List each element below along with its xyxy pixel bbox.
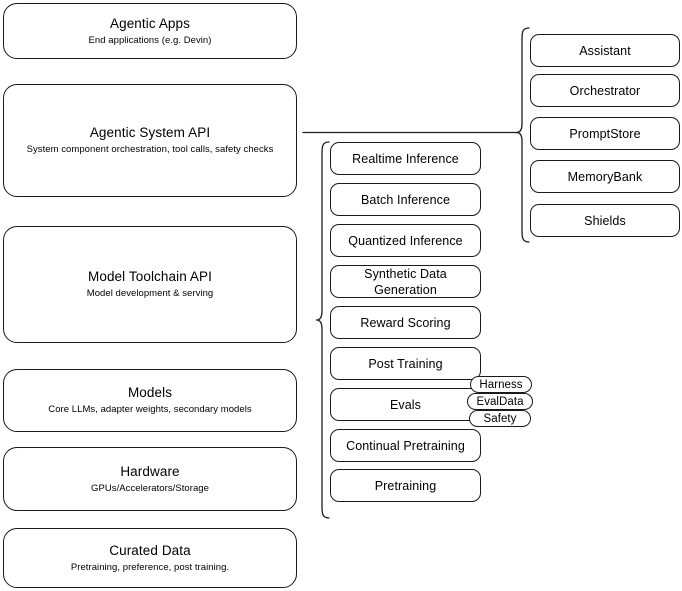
brace-toolchain-components (315, 141, 330, 519)
badge-label: EvalData (476, 395, 524, 408)
chip-label: Orchestrator (569, 83, 641, 98)
badge-label: Safety (483, 412, 517, 425)
system-chip-assistant[interactable]: Assistant (530, 34, 680, 67)
chip-label: Reward Scoring (360, 315, 451, 330)
layer-box-model-toolchain-api[interactable]: Model Toolchain API Model development & … (3, 226, 297, 343)
chip-label: MemoryBank (567, 169, 643, 184)
chip-label: Post Training (368, 356, 443, 371)
system-chip-memorybank[interactable]: MemoryBank (530, 160, 680, 193)
badge-label: Harness (479, 378, 523, 391)
chip-label: Quantized Inference (348, 233, 463, 248)
layer-box-agentic-apps[interactable]: Agentic Apps End applications (e.g. Devi… (3, 3, 297, 59)
chip-label: Assistant (579, 43, 631, 58)
layer-box-hardware[interactable]: Hardware GPUs/Accelerators/Storage (3, 447, 297, 511)
chip-label: Pretraining (374, 478, 437, 493)
layer-box-models[interactable]: Models Core LLMs, adapter weights, secon… (3, 369, 297, 432)
layer-box-curated-data[interactable]: Curated Data Pretraining, preference, po… (3, 528, 297, 588)
layer-subtitle: Core LLMs, adapter weights, secondary mo… (48, 404, 252, 415)
system-chip-promptstore[interactable]: PromptStore (530, 117, 680, 150)
layer-title: Agentic Apps (109, 15, 190, 31)
evals-badge-harness[interactable]: Harness (470, 376, 532, 393)
toolchain-chip-continual-pretraining[interactable]: Continual Pretraining (330, 429, 481, 462)
layer-title: Curated Data (109, 542, 191, 558)
layer-title: Models (127, 385, 173, 400)
layer-subtitle: End applications (e.g. Devin) (88, 34, 212, 46)
chip-label: PromptStore (569, 126, 641, 141)
toolchain-chip-quantized-inference[interactable]: Quantized Inference (330, 224, 481, 257)
chip-label: Shields (584, 213, 626, 228)
layer-subtitle: Pretraining, preference, post training. (70, 561, 230, 573)
layer-title: Agentic System API (89, 125, 211, 140)
toolchain-chip-batch-inference[interactable]: Batch Inference (330, 183, 481, 216)
chip-label: Realtime Inference (352, 151, 459, 166)
layer-box-agentic-system-api[interactable]: Agentic System API System component orch… (3, 84, 297, 197)
layer-title: Hardware (120, 463, 180, 479)
brace-system-components (515, 27, 530, 243)
system-chip-shields[interactable]: Shields (530, 204, 680, 237)
chip-label: Continual Pretraining (346, 438, 465, 453)
layer-subtitle: System component orchestration, tool cal… (26, 144, 274, 155)
toolchain-chip-pretraining[interactable]: Pretraining (330, 469, 481, 502)
toolchain-chip-synthetic-data-generation[interactable]: Synthetic Data Generation (330, 265, 481, 298)
toolchain-chip-reward-scoring[interactable]: Reward Scoring (330, 306, 481, 339)
layer-title: Model Toolchain API (88, 269, 212, 284)
toolchain-chip-evals[interactable]: Evals (330, 388, 481, 421)
evals-badge-safety[interactable]: Safety (469, 410, 531, 427)
layer-subtitle: GPUs/Accelerators/Storage (91, 482, 209, 494)
chip-label: Evals (389, 397, 422, 412)
chip-label: Synthetic Data Generation (364, 266, 447, 297)
evals-badge-evaldata[interactable]: EvalData (467, 393, 533, 410)
system-chip-orchestrator[interactable]: Orchestrator (530, 74, 680, 107)
toolchain-chip-post-training[interactable]: Post Training (330, 347, 481, 380)
layer-subtitle: Model development & serving (86, 288, 214, 299)
chip-label: Batch Inference (360, 192, 451, 207)
toolchain-chip-realtime-inference[interactable]: Realtime Inference (330, 142, 481, 175)
